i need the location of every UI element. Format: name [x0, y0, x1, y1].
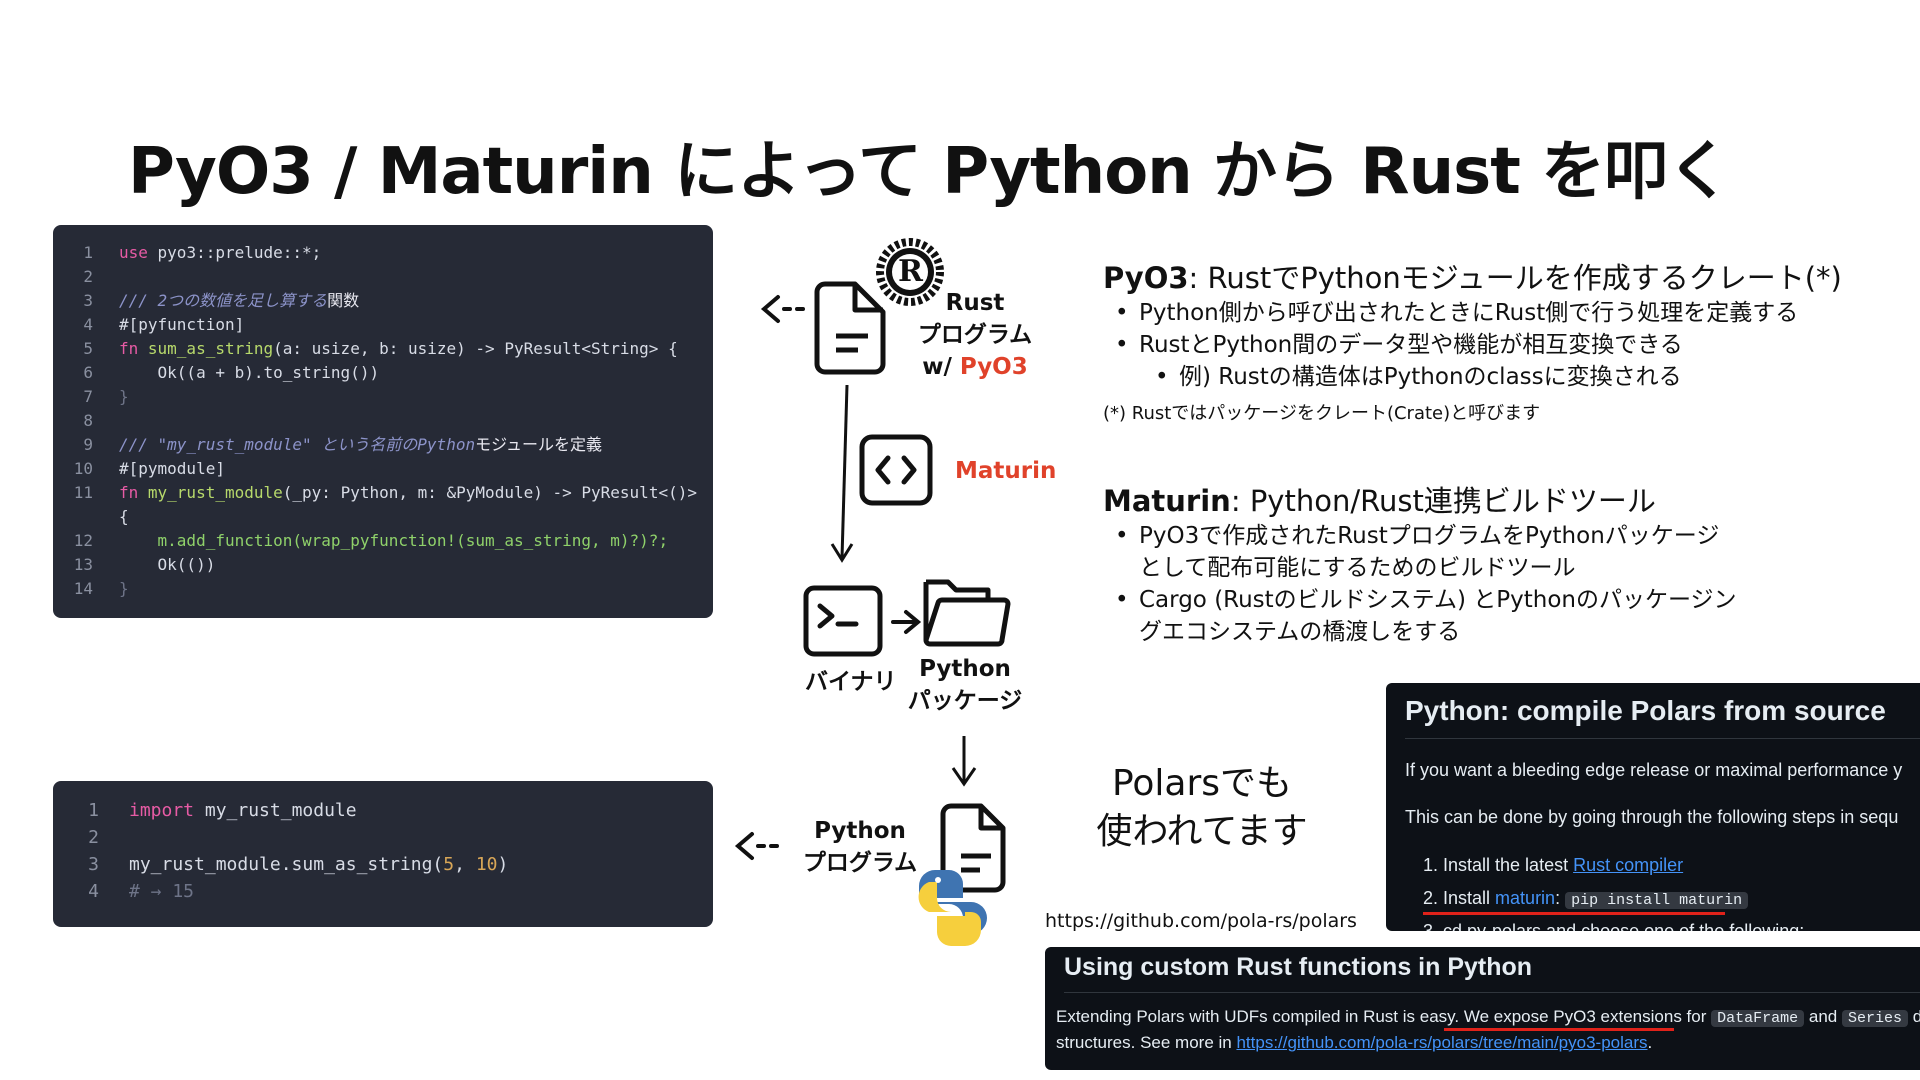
maturin-section: Maturin: Python/Rust連携ビルドツール PyO3で作成されたR…	[1103, 478, 1737, 648]
dashed-arrow-left-icon	[734, 832, 779, 860]
python-program-label: Python プログラム	[802, 818, 918, 876]
pyo3-bullets: Python側から呼び出されたときにRust側で行う処理を定義する RustとP…	[1103, 297, 1842, 393]
rust-logo-letter: R	[898, 254, 923, 289]
polars-repo-url: https://github.com/pola-rs/polars	[1045, 910, 1357, 932]
polars-custom-rust-screenshot: Using custom Rust functions in Python Ex…	[1045, 947, 1920, 1070]
code-line: 2	[83, 267, 93, 286]
list-item: 例) Rustの構造体はPythonのclassに変換される	[1103, 361, 1842, 393]
code-line: {	[119, 507, 129, 526]
terminal-icon	[803, 585, 883, 657]
arrow-down-icon	[830, 384, 854, 563]
code-line: 4#[pyfunction]	[83, 315, 245, 334]
polars-note: Polarsでも 使われてます	[1096, 763, 1308, 852]
code-line: 2	[88, 827, 99, 848]
crate-footnote: (*) Rustではパッケージをクレート(Crate)と呼びます	[1103, 403, 1541, 424]
pyo3-section: PyO3: RustでPythonモジュールを作成するクレート(*) Pytho…	[1103, 255, 1842, 425]
screenshot-heading: Using custom Rust functions in Python	[1064, 953, 1533, 981]
code-line: 10#[pymodule]	[73, 459, 225, 478]
code-line: 8	[83, 411, 93, 430]
code-line: 6 Ok((a + b).to_string())	[83, 363, 380, 382]
code-line: 3/// 2つの数値を足し算する関数	[83, 291, 360, 310]
pyo3-heading: PyO3: RustでPythonモジュールを作成するクレート(*)	[1103, 261, 1842, 295]
arrow-right-icon	[891, 610, 922, 634]
polars-compile-screenshot: Python: compile Polars from source If yo…	[1386, 683, 1920, 931]
slide-title: PyO3 / Maturin によって Python から Rust を叩く	[128, 135, 1731, 209]
highlight-underline	[1423, 912, 1725, 915]
code-line: 7}	[83, 387, 129, 406]
maturin-heading: Maturin: Python/Rust連携ビルドツール	[1103, 484, 1656, 518]
python-package-label: Python パッケージ	[907, 656, 1023, 714]
maturin-label: Maturin	[955, 458, 1057, 484]
python-file-icon	[940, 803, 1006, 893]
arrow-down-icon	[951, 736, 977, 787]
binary-label: バイナリ	[805, 669, 897, 695]
code-line: 4# → 15	[88, 881, 195, 902]
maturin-link[interactable]: maturin	[1495, 888, 1556, 908]
screenshot-heading: Python: compile Polars from source	[1405, 695, 1886, 726]
folder-icon	[923, 579, 1011, 647]
code-line: 13 Ok(())	[73, 555, 216, 574]
python-logo-icon	[918, 870, 987, 946]
code-line: 9/// "my_rust_module" という名前のPythonモジュールを…	[83, 435, 602, 454]
list-item: Cargo (Rustのビルドシステム) とPythonのパッケージングエコシス…	[1103, 584, 1737, 648]
highlight-underline	[1444, 1028, 1674, 1031]
list-item: RustとPython間のデータ型や機能が相互変換できる	[1103, 329, 1842, 361]
dashed-arrow-left-icon	[760, 295, 805, 323]
code-brackets-icon	[859, 434, 933, 506]
list-item: PyO3で作成されたRustプログラムをPythonパッケージとして配布可能にす…	[1103, 520, 1737, 584]
pyo3-polars-link[interactable]: https://github.com/pola-rs/polars/tree/m…	[1236, 1033, 1648, 1052]
maturin-bullets: PyO3で作成されたRustプログラムをPythonパッケージとして配布可能にす…	[1103, 520, 1737, 648]
code-line: 14}	[73, 579, 129, 598]
code-line: 12 m.add_function(wrap_pyfunction!(sum_a…	[73, 531, 669, 550]
rust-program-label: Rust プログラム w/ PyO3	[917, 290, 1033, 380]
list-item: Python側から呼び出されたときにRust側で行う処理を定義する	[1103, 297, 1842, 329]
rust-compiler-link[interactable]: Rust compiler	[1573, 855, 1684, 875]
rust-file-icon	[814, 281, 886, 375]
